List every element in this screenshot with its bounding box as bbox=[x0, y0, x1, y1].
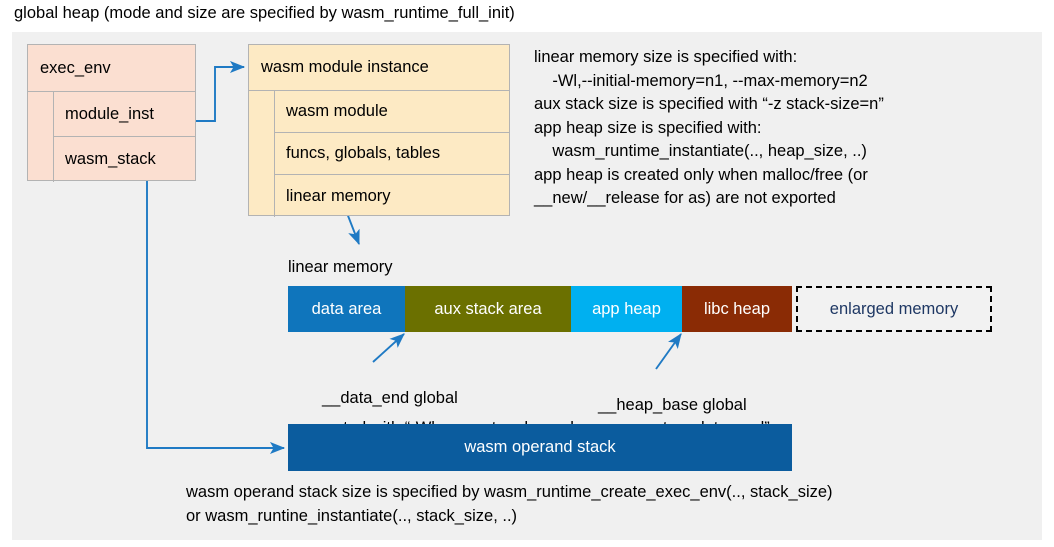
linear-memory-bar: data area aux stack area app heap libc h… bbox=[288, 286, 992, 332]
operand-stack-caption-line-0: wasm operand stack size is specified by … bbox=[186, 483, 833, 501]
module-instance-row-linear-memory: linear memory bbox=[286, 186, 391, 205]
page-title: global heap (mode and size are specified… bbox=[14, 4, 515, 22]
memory-segment-aux-stack-area: aux stack area bbox=[405, 286, 571, 332]
linear-memory-bar-label: linear memory bbox=[288, 258, 393, 276]
operand-stack-caption: wasm operand stack size is specified by … bbox=[186, 480, 833, 528]
module-instance-gutter bbox=[249, 91, 275, 217]
wasm-operand-stack-box: wasm operand stack bbox=[288, 424, 792, 471]
note-line-5: app heap is created only when malloc/fre… bbox=[534, 165, 868, 184]
memory-segment-app-heap: app heap bbox=[571, 286, 682, 332]
exec-env-row-wasm-stack: wasm_stack bbox=[65, 150, 156, 168]
note-line-0: linear memory size is specified with: bbox=[534, 48, 798, 66]
linear-memory-notes: linear memory size is specified with: -W… bbox=[534, 46, 884, 211]
operand-stack-caption-line-1: or wasm_runtine_instantiate(.., stack_si… bbox=[186, 507, 518, 525]
memory-segment-data-area: data area bbox=[288, 286, 405, 332]
note-line-3: app heap size is specified with: bbox=[534, 118, 762, 137]
module-instance-row-wasm-module: wasm module bbox=[275, 91, 509, 133]
heap-base-annotation: __heap_base global bbox=[598, 396, 747, 414]
exec-env-gutter bbox=[28, 92, 54, 182]
note-line-1: -Wl,--initial-memory=n1, --max-memory=n2 bbox=[534, 71, 868, 90]
data-end-annotation: __data_end global bbox=[322, 389, 458, 407]
memory-segment-libc-heap: libc heap bbox=[682, 286, 792, 332]
exec-env-header: exec_env bbox=[28, 45, 195, 92]
wasm-module-instance-box: wasm module instance wasm module funcs, … bbox=[248, 44, 510, 217]
note-line-2: aux stack size is specified with “-z sta… bbox=[534, 95, 884, 113]
note-line-4: wasm_runtime_instantiate(.., heap_size, … bbox=[534, 142, 867, 160]
note-line-6: __new/__release for as) are not exported bbox=[534, 189, 836, 207]
exec-env-box: exec_env module_inst wasm_stack bbox=[27, 44, 196, 182]
diagram-canvas: exec_env module_inst wasm_stack wasm mod… bbox=[12, 32, 1042, 540]
exec-env-row-module-inst: module_inst bbox=[54, 92, 195, 137]
module-instance-header: wasm module instance bbox=[249, 45, 509, 91]
memory-segment-enlarged-memory: enlarged memory bbox=[796, 286, 992, 332]
module-instance-row-funcs-globals-tables: funcs, globals, tables bbox=[275, 133, 509, 175]
